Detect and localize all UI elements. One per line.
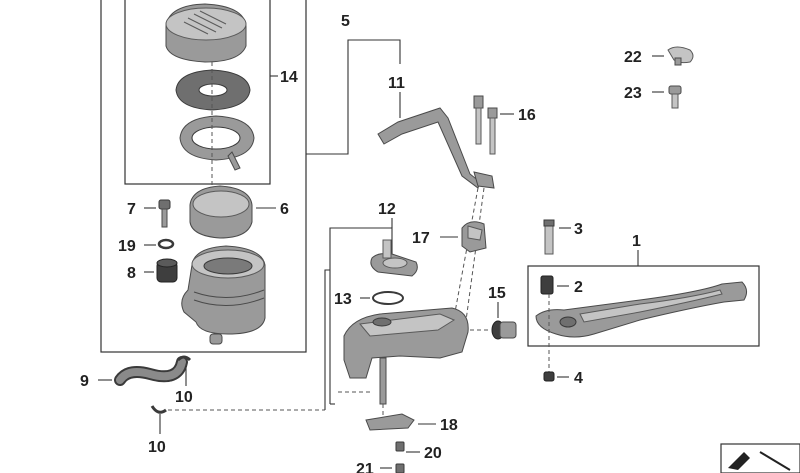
label-part-23: 23 xyxy=(624,85,642,102)
leader-5 xyxy=(306,39,401,155)
label-part-21: 21 xyxy=(356,461,374,473)
bushing-15 xyxy=(491,320,517,340)
label-part-15: 15 xyxy=(488,285,506,302)
label-part-20: 20 xyxy=(424,445,442,462)
label-part-5: 5 xyxy=(341,13,350,30)
brake-lever xyxy=(535,281,748,338)
reservoir-cap xyxy=(165,3,247,63)
label-part-10-upper: 10 xyxy=(175,389,193,406)
label-part-4: 4 xyxy=(574,370,583,387)
label-part-8: 8 xyxy=(127,265,136,282)
label-part-11: 11 xyxy=(388,75,405,92)
retaining-ring xyxy=(179,115,255,171)
frame-12 xyxy=(329,227,393,404)
label-part-3: 3 xyxy=(574,221,583,238)
master-cylinder xyxy=(343,307,469,379)
screw-7 xyxy=(158,199,171,228)
label-part-16: 16 xyxy=(518,107,536,124)
banjo-fitting xyxy=(370,239,418,277)
nut-4 xyxy=(543,371,555,382)
switch-18 xyxy=(365,413,415,431)
label-part-19: 19 xyxy=(118,238,136,255)
bleed-valve-23 xyxy=(668,85,682,109)
lever-group-frame xyxy=(527,265,760,347)
screw-20 xyxy=(395,441,405,452)
label-part-2: 2 xyxy=(574,279,583,296)
catalog-logo xyxy=(720,443,800,473)
clip-22 xyxy=(667,46,694,66)
pin-3 xyxy=(543,219,555,255)
o-ring-13 xyxy=(372,291,404,305)
label-part-12: 12 xyxy=(378,201,396,218)
hose-clamp-lower xyxy=(150,405,167,414)
mirror-bracket-11 xyxy=(377,107,481,189)
label-part-10-lower: 10 xyxy=(148,439,166,456)
label-part-14: 14 xyxy=(280,69,298,86)
cap-set-frame xyxy=(124,0,271,185)
label-part-22: 22 xyxy=(624,49,642,66)
label-part-13: 13 xyxy=(334,291,352,308)
bolt-16a xyxy=(473,95,484,145)
reservoir-body xyxy=(181,245,266,345)
clamp-17 xyxy=(461,221,487,253)
label-part-18: 18 xyxy=(440,417,458,434)
spacer-2 xyxy=(540,275,554,295)
bolt-16b xyxy=(487,107,498,155)
label-part-6: 6 xyxy=(280,201,289,218)
label-part-1: 1 xyxy=(632,233,641,250)
cap-gasket xyxy=(175,69,251,111)
label-part-17: 17 xyxy=(412,230,430,247)
label-part-7: 7 xyxy=(127,201,136,218)
hose-clamp-upper xyxy=(176,355,192,362)
label-part-9: 9 xyxy=(80,373,89,390)
diaphragm xyxy=(189,185,253,239)
reservoir-group-frame xyxy=(100,0,307,353)
hose-9 xyxy=(114,356,188,386)
grommet-8 xyxy=(156,258,178,283)
screw-21 xyxy=(395,463,405,473)
washer-19 xyxy=(157,238,175,250)
